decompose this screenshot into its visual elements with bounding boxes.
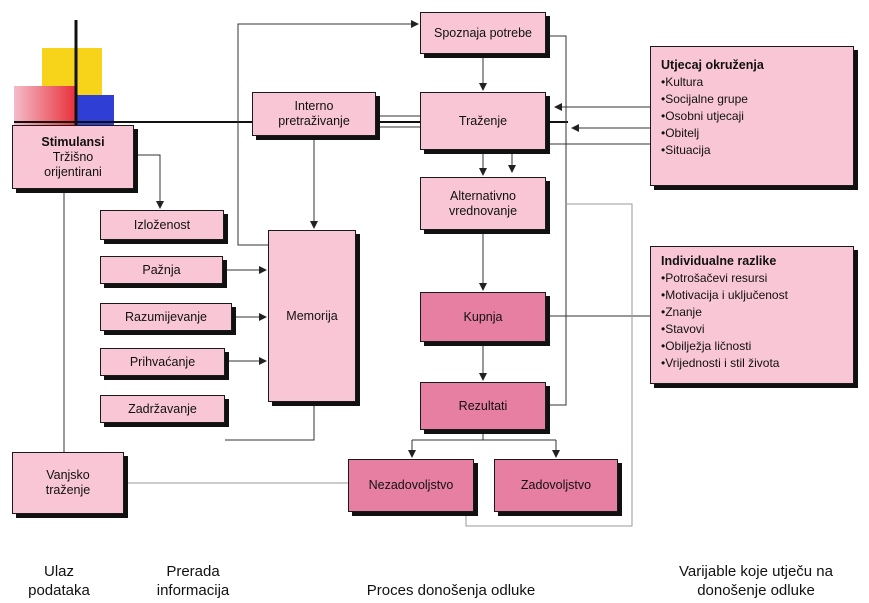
stimulansi-box: Stimulansi Tržišno orijentirani: [12, 125, 134, 189]
razumijevanje-box: Razumijevanje: [100, 303, 232, 331]
list-item: •Znanje: [661, 305, 702, 319]
caption-prerada-line-1: Prerada: [166, 563, 220, 580]
list-item: •Osobni utjecaji: [661, 109, 744, 123]
individualne-razlike-title: Individualne razlike: [661, 254, 777, 268]
zadrzavanje-box: Zadržavanje: [100, 395, 225, 423]
vanjsko-label-2: traženje: [45, 483, 91, 497]
list-item: •Situacija: [661, 143, 711, 157]
list-item: •Obitelj: [661, 126, 700, 140]
stimulansi-line-2: orijentirani: [44, 164, 102, 179]
list-item: •Motivacija i uključenost: [661, 288, 788, 302]
individualne-razlike-list: •Potrošačevi resursi •Motivacija i uklju…: [661, 270, 845, 372]
list-item: •Potrošačevi resursi: [661, 271, 768, 285]
interno-label-1: Interno: [294, 99, 334, 113]
caption-prerada-line-2: informacija: [156, 582, 230, 599]
caption-varijable: Varijable koje utječu na donošenje odluk…: [646, 562, 866, 600]
caption-ulaz-podataka: Ulaz podataka: [14, 562, 104, 600]
memorija-label: Memorija: [286, 308, 338, 323]
caption-varijable-line-1: Varijable koje utječu na: [679, 563, 833, 580]
individualne-razlike-box: Individualne razlike •Potrošačevi resurs…: [650, 246, 854, 384]
memorija-box: Memorija: [268, 230, 356, 402]
paznja-label: Pažnja: [142, 262, 181, 277]
logo-blue-square: [72, 95, 114, 125]
list-item: •Socijalne grupe: [661, 92, 748, 106]
zadovoljstvo-box: Zadovoljstvo: [494, 459, 618, 512]
spoznaja-potrebe-label: Spoznaja potrebe: [434, 25, 532, 40]
izlozenost-box: Izloženost: [100, 210, 224, 240]
paznja-box: Pažnja: [100, 256, 223, 284]
stimulansi-title: Stimulansi: [41, 134, 105, 149]
trazenje-box: Traženje: [420, 92, 546, 150]
interno-pretrazivanje-box: Interno pretraživanje: [252, 92, 376, 136]
alternativno-label-1: Alternativno: [449, 188, 516, 203]
caption-proces-line: Proces donošenja odluke: [366, 582, 536, 599]
utjecaj-okruzenja-box: Utjecaj okruženja •Kultura •Socijalne gr…: [650, 46, 854, 186]
nezadovoljstvo-box: Nezadovoljstvo: [348, 459, 474, 512]
kupnja-label: Kupnja: [463, 309, 503, 324]
caption-prerada-informacija: Prerada informacija: [138, 562, 248, 600]
spoznaja-potrebe-box: Spoznaja potrebe: [420, 12, 546, 54]
list-item: •Obilježja ličnosti: [661, 339, 752, 353]
izlozenost-label: Izloženost: [133, 217, 191, 232]
utjecaj-okruzenja-list: •Kultura •Socijalne grupe •Osobni utjeca…: [661, 74, 845, 159]
nezadovoljstvo-label: Nezadovoljstvo: [368, 478, 454, 492]
vanjsko-trazenje-box: Vanjsko traženje: [12, 452, 124, 514]
caption-ulaz-line-1: Ulaz: [43, 563, 74, 580]
zadovoljstvo-label: Zadovoljstvo: [520, 478, 592, 492]
stimulansi-line-1: Tržišno: [52, 149, 94, 164]
list-item: •Vrijednosti i stil života: [661, 356, 780, 370]
rezultati-label: Rezultati: [458, 398, 508, 413]
kupnja-box: Kupnja: [420, 292, 546, 342]
interno-label-2: pretraživanje: [278, 114, 350, 128]
prihvacanje-box: Prihvaćanje: [100, 348, 225, 376]
zadrzavanje-label: Zadržavanje: [128, 401, 197, 416]
caption-ulaz-line-2: podataka: [28, 582, 90, 599]
caption-varijable-line-2: donošenje odluke: [697, 582, 815, 599]
alternativno-label-2: vrednovanje: [448, 203, 518, 218]
utjecaj-okruzenja-title: Utjecaj okruženja: [661, 58, 764, 72]
vanjsko-label-1: Vanjsko: [46, 468, 90, 482]
alternativno-vrednovanje-box: Alternativno vrednovanje: [420, 177, 546, 230]
razumijevanje-label: Razumijevanje: [125, 309, 207, 324]
caption-proces-donosenja-odluke: Proces donošenja odluke: [336, 581, 566, 600]
list-item: •Stavovi: [661, 322, 705, 336]
prihvacanje-label: Prihvaćanje: [129, 354, 196, 369]
rezultati-box: Rezultati: [420, 382, 546, 430]
trazenje-label: Traženje: [458, 113, 508, 128]
list-item: •Kultura: [661, 75, 704, 89]
